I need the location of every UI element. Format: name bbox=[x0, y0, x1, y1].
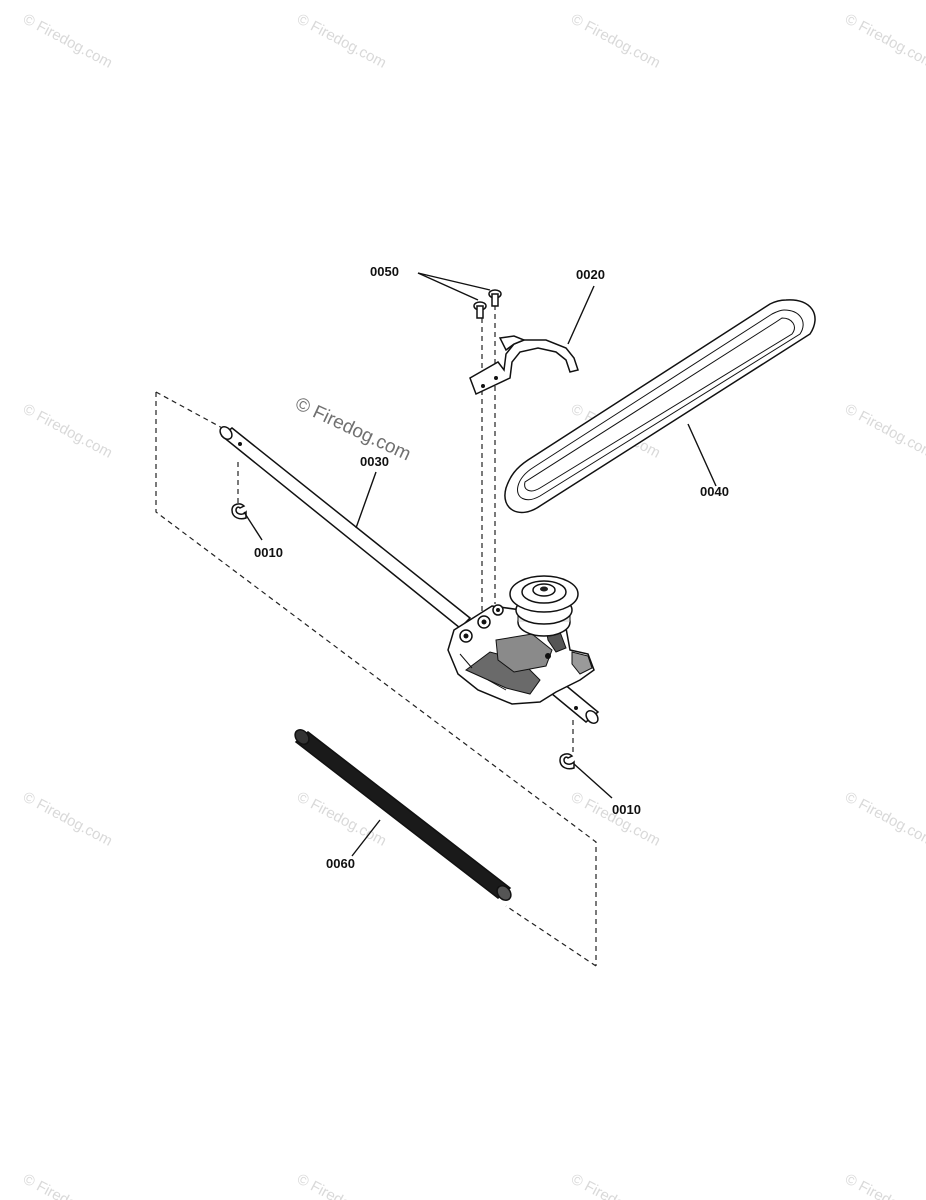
watermark: © Firedog.com bbox=[20, 11, 115, 72]
clip-ring bbox=[231, 503, 247, 520]
watermark: © Firedog.com bbox=[294, 1171, 389, 1200]
watermark: © Firedog.com bbox=[294, 11, 389, 72]
watermark: © Firedog.com bbox=[568, 11, 663, 72]
watermark: © Firedog.com bbox=[842, 1171, 926, 1200]
watermark: © Firedog.com bbox=[842, 789, 926, 850]
watermark: © Firedog.com bbox=[568, 789, 663, 850]
label-clip-right: 0010 bbox=[612, 802, 641, 817]
pulley bbox=[509, 575, 579, 637]
leader-line bbox=[417, 272, 479, 301]
watermark: © Firedog.com bbox=[20, 789, 115, 850]
axle-shaft bbox=[219, 425, 472, 630]
leader-line bbox=[687, 423, 717, 487]
tube-grip bbox=[294, 729, 512, 901]
leader-line bbox=[243, 511, 263, 541]
bolt bbox=[488, 289, 502, 307]
leader-line bbox=[351, 819, 381, 857]
leader-line bbox=[417, 272, 491, 291]
watermark: © Firedog.com bbox=[568, 1171, 663, 1200]
assembly-envelope bbox=[155, 391, 597, 967]
center-watermark: © Firedog.com bbox=[292, 393, 414, 465]
watermark: © Firedog.com bbox=[20, 401, 115, 462]
watermark: © Firedog.com bbox=[842, 401, 926, 462]
watermark: © Firedog.com bbox=[20, 1171, 115, 1200]
watermark: © Firedog.com bbox=[842, 11, 926, 72]
drive-belt bbox=[504, 299, 816, 514]
label-shaft: 0030 bbox=[360, 454, 389, 469]
label-bracket: 0020 bbox=[576, 267, 605, 282]
bolt bbox=[473, 301, 487, 319]
label-tube: 0060 bbox=[326, 856, 355, 871]
leader-line bbox=[573, 763, 613, 799]
clip-ring bbox=[559, 753, 575, 770]
label-bolts: 0050 bbox=[370, 264, 399, 279]
watermark-layer: © Firedog.com © Firedog.com © Firedog.co… bbox=[20, 11, 926, 1200]
leader-line bbox=[355, 471, 377, 529]
bracket bbox=[469, 335, 579, 396]
leader-line bbox=[567, 285, 595, 345]
label-belt: 0040 bbox=[700, 484, 729, 499]
label-clip-left: 0010 bbox=[254, 545, 283, 560]
